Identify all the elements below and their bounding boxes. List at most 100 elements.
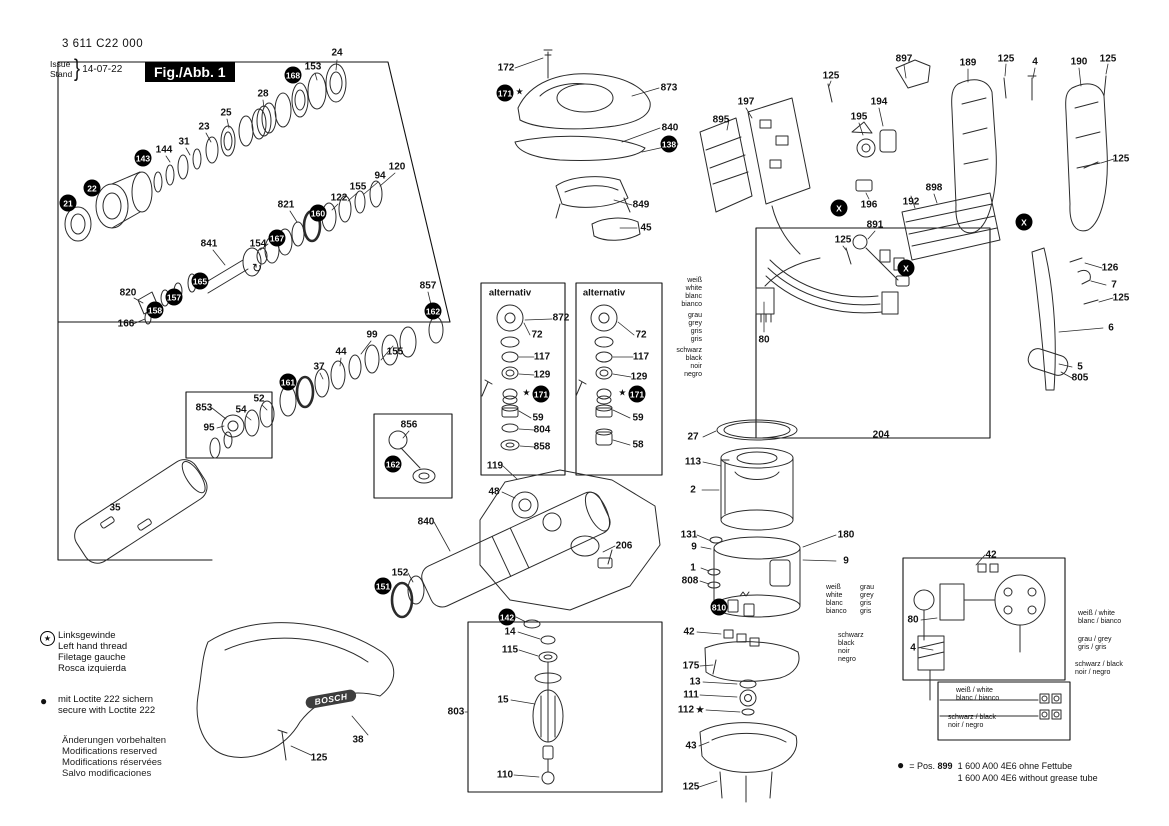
hammer-tube-assembly: [390, 469, 661, 619]
stand-label: Stand: [50, 69, 73, 79]
loctite-bullet-icon: ●: [40, 694, 48, 708]
part-number-label: 25: [220, 107, 232, 119]
part-number-label: 125: [822, 70, 840, 82]
part-number-label: 112★: [677, 704, 705, 716]
part-number-label: 9: [843, 555, 849, 567]
part-number-label: 175: [682, 660, 700, 672]
housing-cap-assembly: [514, 49, 651, 241]
part-number-label: 72: [531, 329, 543, 341]
issue-stand-labels: Issue Stand: [50, 59, 72, 79]
part-number-label: 72: [635, 329, 647, 341]
part-balloon: 171★: [618, 385, 646, 403]
wiring-diagram: [913, 563, 1062, 720]
part-number-label: 194: [870, 96, 888, 108]
left-hand-thread-note: Linksgewinde Left hand thread Filetage g…: [58, 630, 128, 674]
part-number-label: 119: [486, 460, 504, 472]
part-number-label: 14: [504, 626, 516, 638]
star-marker-icon: ★: [696, 704, 705, 715]
part-balloon: 138: [660, 135, 678, 153]
part-number-label: 840: [661, 122, 679, 134]
part-number-label: 125: [997, 53, 1015, 65]
part-number-label: 94: [374, 170, 386, 182]
part-number-label: 59: [632, 412, 644, 424]
part-number-label: 152: [391, 567, 409, 579]
part-balloon: 143: [134, 149, 152, 167]
part-number-label: 126: [1101, 262, 1119, 274]
left-hand-thread-icon: ★: [40, 631, 55, 646]
part-number-label: 35: [109, 502, 121, 514]
part-number-label: 153: [304, 61, 322, 73]
part-number-label: 113: [684, 456, 702, 468]
part-number-label: 110: [496, 769, 514, 781]
part-number-label: 80: [758, 334, 770, 346]
x-marker-balloon: X: [1015, 213, 1033, 231]
part-number-label: 856: [400, 419, 418, 431]
diagram-frame-boxes: [57, 61, 1071, 793]
part-balloon: 161: [279, 373, 297, 391]
part-number-label: 59: [532, 412, 544, 424]
part-number-label: 820: [119, 287, 137, 299]
part-number-label: 15: [497, 694, 509, 706]
part-number-label: 4: [910, 642, 916, 654]
part-number-label: 857: [419, 280, 437, 292]
part-balloon: 162: [384, 455, 402, 473]
footnote-bullet-icon: ●: [897, 758, 905, 772]
alternative-gear-set-2: [575, 304, 618, 446]
part-balloon: 142: [498, 608, 516, 626]
part-number-label: 6: [1108, 322, 1114, 334]
part-number-label: 166: [117, 318, 135, 330]
part-number-label: 155: [386, 346, 404, 358]
part-number-label: 1: [690, 562, 696, 574]
part-number-label: 131: [680, 529, 698, 541]
part-number-label: 31: [178, 136, 190, 148]
part-number-label: 2: [690, 484, 696, 496]
part-number-label: 43: [685, 740, 697, 752]
part-balloon: 158: [146, 301, 164, 319]
part-number-label: 172: [497, 62, 515, 74]
part-number-label: 805: [1071, 372, 1089, 384]
part-number-label: 125: [1112, 153, 1130, 165]
motor-field-assembly: [699, 419, 801, 803]
part-number-label: 891: [866, 219, 884, 231]
part-number-label: 872: [552, 312, 570, 324]
striker-assembly: [388, 430, 436, 484]
alternative-gear-set-1: [481, 304, 524, 451]
part-number-label: 196: [860, 199, 878, 211]
part-number-label: 4: [1032, 56, 1038, 68]
footnote-part-numbers: 1 600 A00 4E6 ohne Fettube 1 600 A00 4E6…: [957, 761, 1098, 783]
part-number-label: 189: [959, 57, 977, 69]
part-number-label: 895: [712, 114, 730, 126]
part-number-label: 873: [660, 82, 678, 94]
part-number-label: 129: [533, 369, 551, 381]
position-899-footnote: ● = Pos. 899 1 600 A00 4E6 ohne Fettube …: [897, 758, 1098, 783]
part-number-label: 24: [331, 47, 343, 59]
rotation-arrow-icon: ↻: [251, 261, 263, 275]
part-number-label: 27: [687, 431, 699, 443]
part-number-label: 117: [632, 351, 650, 363]
alternative-label: alternativ: [488, 287, 532, 299]
armature-assembly: [523, 619, 564, 785]
part-number-label: 125: [310, 752, 328, 764]
part-number-label: 42: [985, 549, 997, 561]
part-number-label: 48: [488, 486, 500, 498]
part-number-label: 840: [417, 516, 435, 528]
part-number-label: 190: [1070, 56, 1088, 68]
x-marker-balloon: X: [830, 199, 848, 217]
part-number-label: 808: [681, 575, 699, 587]
hammer-piston-assembly: [74, 326, 417, 564]
part-number-label: 38: [352, 734, 364, 746]
part-number-label: 804: [533, 424, 551, 436]
part-number-label: 95: [203, 422, 215, 434]
part-number-label: 898: [925, 182, 943, 194]
part-number-label: 37: [313, 361, 325, 373]
part-number-label: 821: [277, 199, 295, 211]
part-number-label: 155: [349, 181, 367, 193]
part-number-label: 42: [683, 626, 695, 638]
handle-outline: [196, 622, 395, 761]
